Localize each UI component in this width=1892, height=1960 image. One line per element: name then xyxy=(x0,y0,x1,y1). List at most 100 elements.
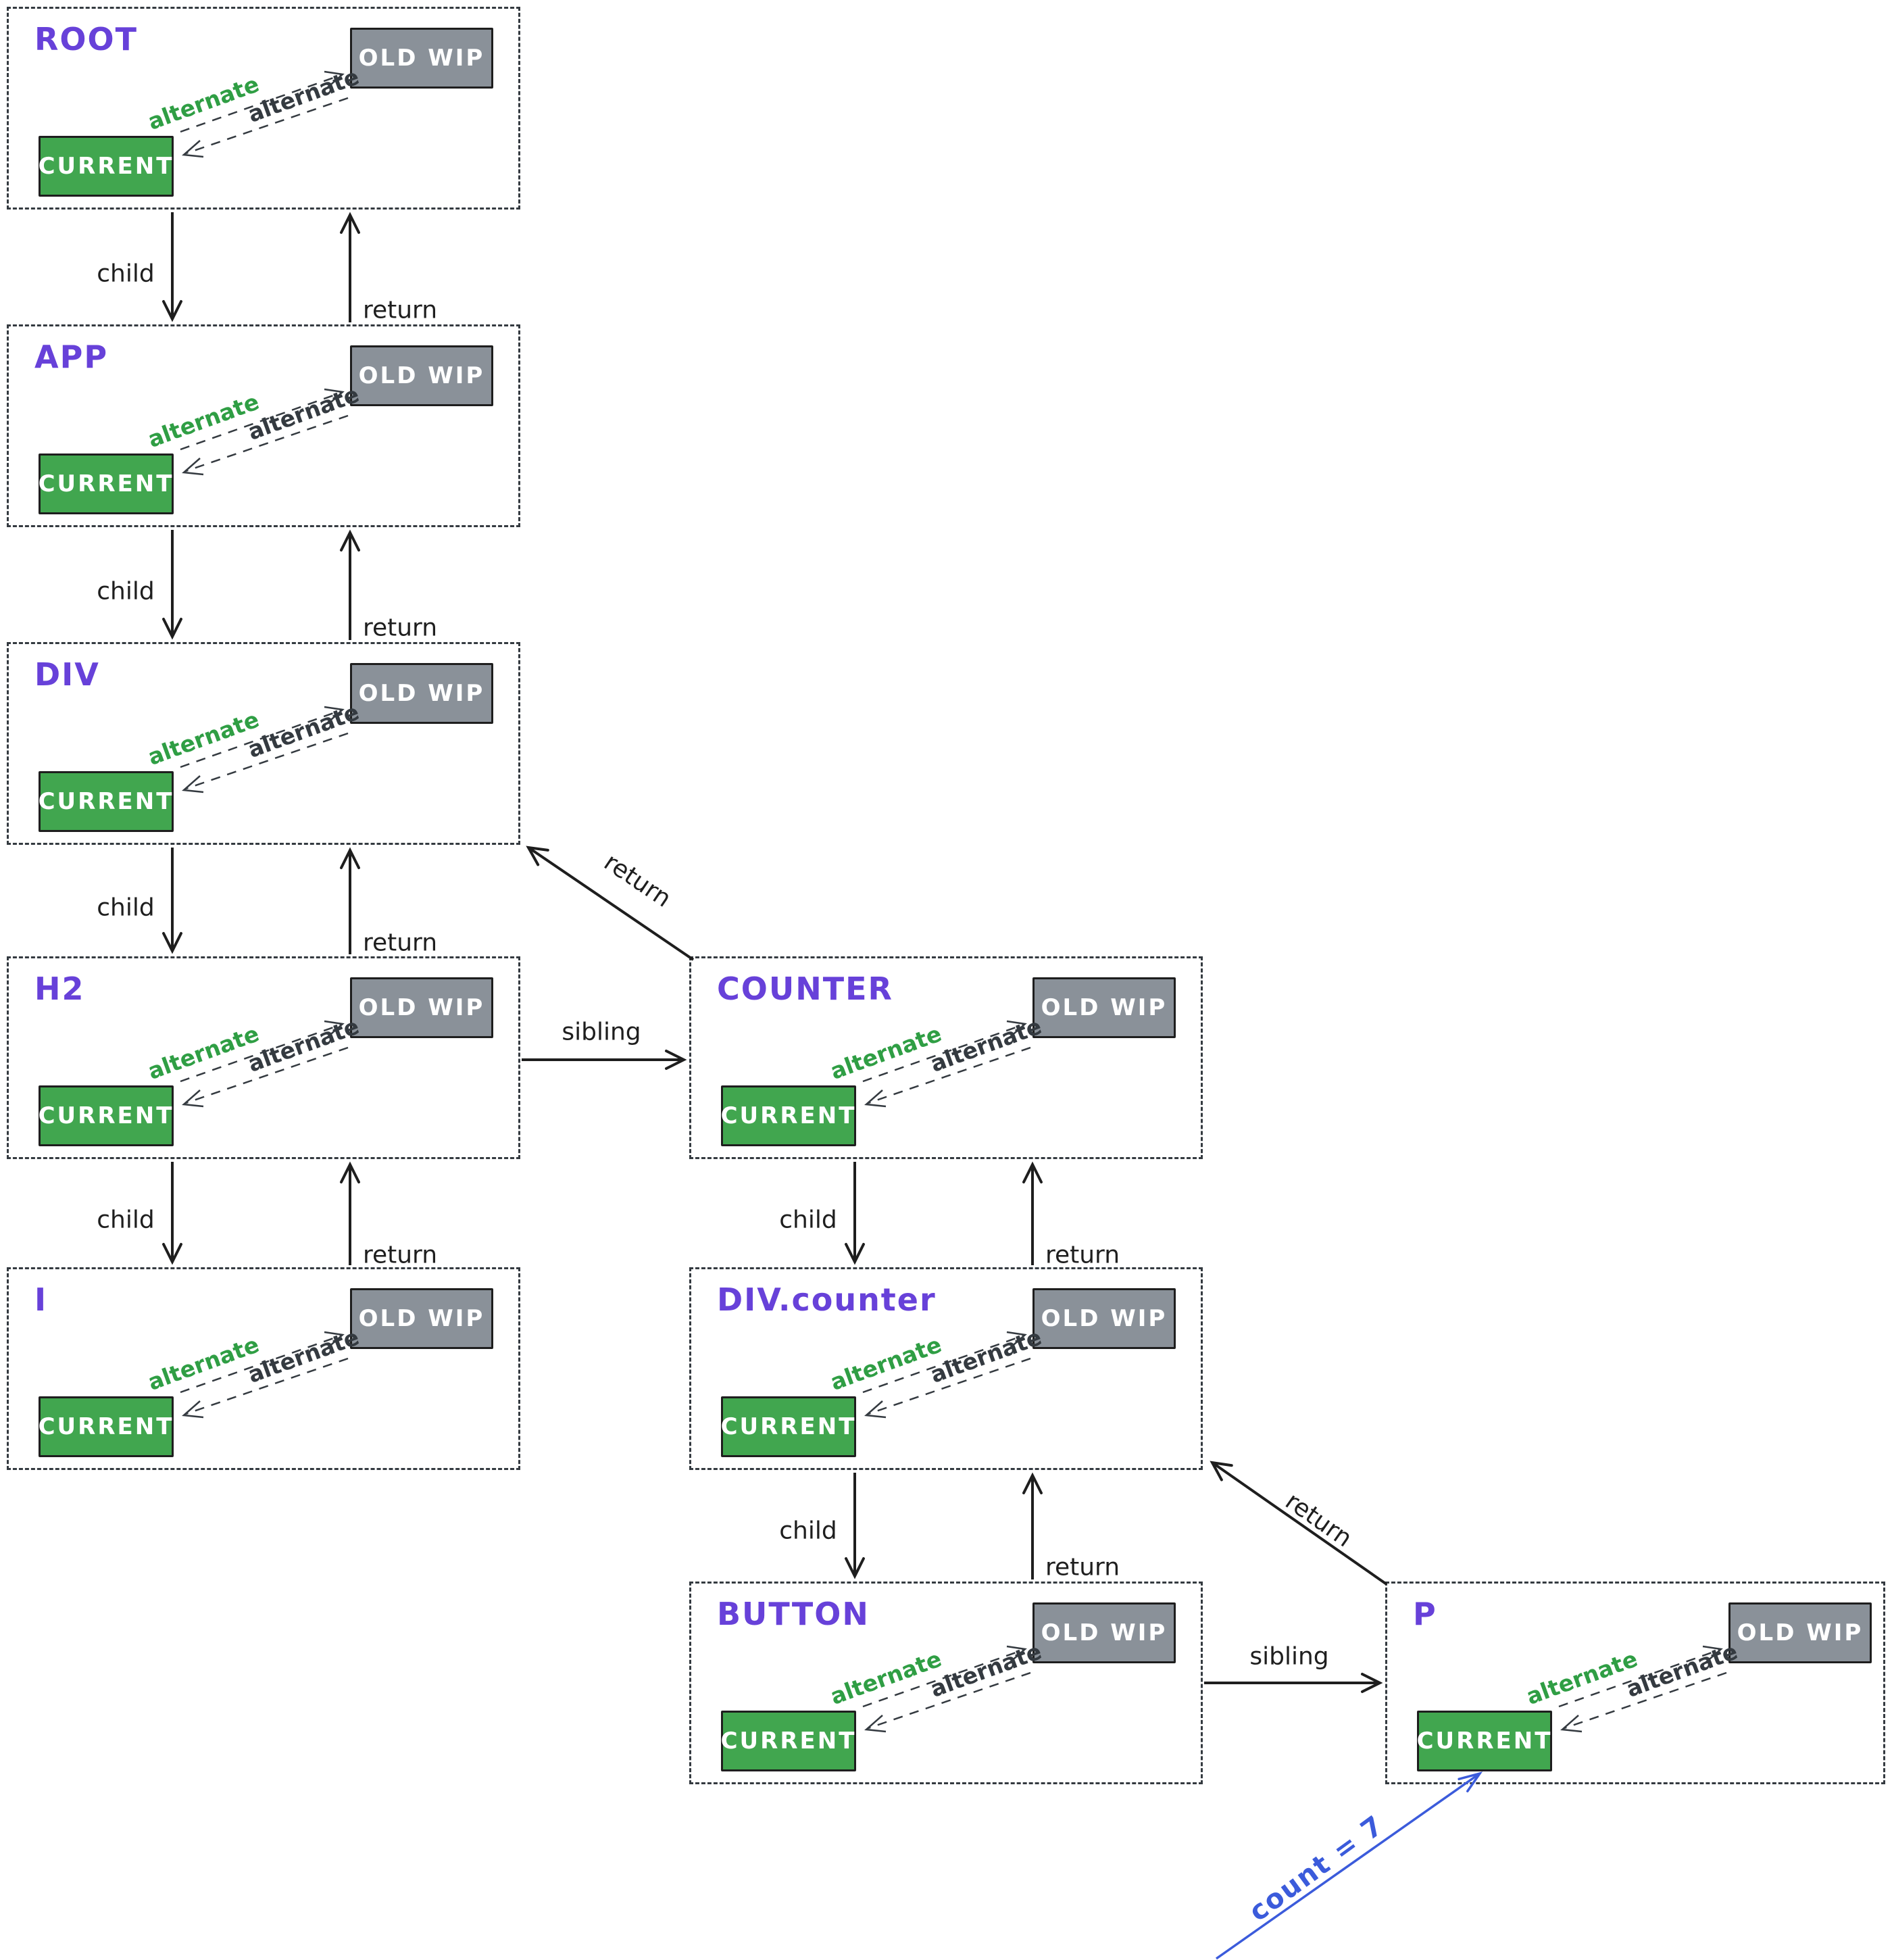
alternate-arrow-to-current xyxy=(185,1357,349,1415)
edge-child-div-h2: child xyxy=(97,848,182,954)
current-label: CURRENT xyxy=(38,788,174,815)
edge-arrowhead xyxy=(340,529,360,552)
current-box: CURRENT xyxy=(721,1396,856,1457)
old-wip-label: OLD WIP xyxy=(1041,1619,1168,1646)
current-box: CURRENT xyxy=(39,1396,174,1457)
current-label: CURRENT xyxy=(38,153,174,180)
old-wip-box: OLD WIP xyxy=(350,345,493,406)
edge-child-root-app: child xyxy=(97,212,182,322)
edge-arrowhead xyxy=(1022,1161,1043,1183)
old-wip-label: OLD WIP xyxy=(1041,994,1168,1021)
alternate-arrow-to-oldwip xyxy=(862,1334,1024,1394)
alternate-arrows: alternate alternate xyxy=(145,698,363,793)
alternate-arrow-to-current xyxy=(185,414,349,472)
node-title: APP xyxy=(34,339,109,375)
edge-arrowhead xyxy=(340,847,360,869)
old-wip-box: OLD WIP xyxy=(1032,1288,1176,1349)
old-wip-box: OLD WIP xyxy=(350,28,493,89)
alternate-arrows: alternate alternate xyxy=(827,1323,1045,1419)
alternate-arrow-to-current xyxy=(1564,1671,1727,1730)
edge-label: sibling xyxy=(562,1019,641,1046)
fiber-node-div: DIV OLD WIP CURRENT alternate alternate xyxy=(7,642,520,845)
alternate-arrowhead-current xyxy=(864,1089,887,1108)
alternate-arrowhead-oldwip xyxy=(324,70,345,89)
alternate-arrows: alternate alternate xyxy=(145,1323,363,1419)
old-wip-box: OLD WIP xyxy=(1032,977,1176,1038)
current-label: CURRENT xyxy=(38,1102,174,1129)
alternate-arrow-to-current xyxy=(185,1046,349,1104)
alternate-arrows: alternate alternate xyxy=(827,1012,1045,1108)
edge-child-div-counter-button: child xyxy=(779,1473,865,1579)
old-wip-label: OLD WIP xyxy=(358,45,485,72)
old-wip-box: OLD WIP xyxy=(1728,1602,1872,1663)
node-title: DIV.counter xyxy=(717,1281,937,1318)
alternate-arrow-to-current xyxy=(868,1357,1031,1415)
edge-return-div-app: return xyxy=(340,529,437,642)
node-title: H2 xyxy=(34,971,85,1007)
current-label: CURRENT xyxy=(1416,1728,1553,1755)
alternate-arrow-to-oldwip xyxy=(1558,1648,1720,1708)
alternate-arrowhead-oldwip xyxy=(324,1020,345,1038)
alternate-arrow-to-current xyxy=(868,1671,1031,1730)
edge-child-app-div: child xyxy=(97,530,182,640)
edge-label: return xyxy=(1045,1242,1120,1269)
alternate-arrowhead-current xyxy=(182,458,204,476)
current-label: CURRENT xyxy=(720,1413,857,1440)
alternate-arrows: alternate alternate xyxy=(145,63,363,158)
alternate-arrowhead-oldwip xyxy=(1702,1645,1723,1663)
edge-label: child xyxy=(779,1517,837,1545)
alternate-arrow-to-current xyxy=(185,97,349,155)
old-wip-box: OLD WIP xyxy=(350,977,493,1038)
node-title: I xyxy=(34,1281,48,1318)
current-box: CURRENT xyxy=(39,136,174,197)
current-label: CURRENT xyxy=(38,1413,174,1440)
fiber-node-div-counter: DIV.counter OLD WIP CURRENT alternate al… xyxy=(689,1267,1203,1470)
current-box: CURRENT xyxy=(721,1085,856,1146)
current-label: CURRENT xyxy=(720,1728,857,1755)
edge-arrowhead xyxy=(162,300,182,322)
alternate-arrowhead-oldwip xyxy=(1006,1020,1027,1038)
alternate-arrowhead-current xyxy=(182,1400,204,1419)
fiber-node-app: APP OLD WIP CURRENT alternate alternate xyxy=(7,324,520,527)
edge-label: child xyxy=(97,578,154,606)
alternate-arrow-to-oldwip xyxy=(180,709,342,768)
current-box: CURRENT xyxy=(721,1711,856,1771)
edge-label: return xyxy=(363,614,437,642)
edge-arrowhead xyxy=(665,1050,687,1070)
fiber-node-counter: COUNTER OLD WIP CURRENT alternate altern… xyxy=(689,956,1203,1159)
alternate-arrowhead-current xyxy=(864,1715,887,1733)
edge-arrowhead xyxy=(1210,1461,1233,1481)
edge-label: return xyxy=(363,297,437,324)
alternate-arrowhead-oldwip xyxy=(1006,1645,1027,1663)
alternate-arrowhead-current xyxy=(182,775,204,793)
node-title: COUNTER xyxy=(717,971,893,1007)
fiber-node-i: I OLD WIP CURRENT alternate alternate xyxy=(7,1267,520,1470)
edge-child-h2-i: child xyxy=(97,1162,182,1265)
alternate-arrowhead-oldwip xyxy=(324,388,345,406)
edge-arrowhead xyxy=(845,1557,865,1579)
node-title: DIV xyxy=(34,656,100,693)
edge-label: return xyxy=(1280,1488,1358,1553)
alternate-arrows: alternate alternate xyxy=(827,1638,1045,1733)
old-wip-box: OLD WIP xyxy=(350,663,493,724)
current-box: CURRENT xyxy=(39,454,174,514)
edge-line xyxy=(1211,1461,1388,1586)
alternate-arrow-to-oldwip xyxy=(862,1023,1024,1083)
alternate-arrows: alternate alternate xyxy=(145,1012,363,1108)
edge-label: return xyxy=(1045,1554,1120,1582)
alternate-arrowhead-current xyxy=(182,140,204,158)
fiber-node-p: P OLD WIP CURRENT alternate alternate xyxy=(1385,1582,1885,1784)
edge-label: sibling xyxy=(1249,1643,1328,1671)
alternate-arrowhead-current xyxy=(182,1089,204,1108)
edge-line xyxy=(527,846,695,961)
edge-sibling-h2-counter: sibling xyxy=(522,1019,687,1070)
edge-return-app-root: return xyxy=(340,212,437,324)
edge-arrowhead xyxy=(162,618,182,640)
edge-label: return xyxy=(363,1242,437,1269)
old-wip-label: OLD WIP xyxy=(358,994,485,1021)
edge-child-counter-div-counter: child xyxy=(779,1162,865,1265)
node-title: BUTTON xyxy=(717,1596,870,1632)
alternate-arrows: alternate alternate xyxy=(145,381,363,476)
edge-return-i-h2: return xyxy=(340,1161,437,1269)
